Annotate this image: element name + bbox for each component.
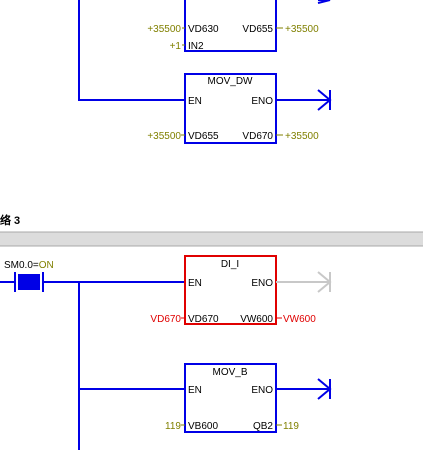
mov-dw-in-value: +35500 (147, 131, 181, 142)
mov-dw-eno-arrow-icon (276, 89, 332, 111)
network-2: +35500 VD630 VD655 +35500 +1 IN2 MOV_DW … (78, 0, 332, 144)
network-3-title[interactable]: 络 3 (0, 213, 20, 227)
movdw-top-in2-value: +1 (170, 41, 182, 52)
mov-b-out-value: 119 (283, 421, 299, 432)
svg-text:SM0.0=ON: SM0.0=ON (4, 260, 54, 271)
di-i-in-value: VD670 (150, 314, 181, 325)
contact-sm0-0[interactable]: SM0.0=ON (0, 260, 185, 292)
movdw-top-block[interactable]: +35500 VD630 VD655 +35500 +1 IN2 (147, 0, 331, 52)
mov-b-title: MOV_B (212, 367, 247, 378)
network-3-header-bar[interactable] (0, 231, 423, 247)
movdw-top-in2-addr: IN2 (188, 41, 204, 52)
mov-b-eno-arrow-icon (276, 378, 332, 400)
mov-dw-in-addr: VD655 (188, 131, 219, 142)
mov-dw-block[interactable]: MOV_DW EN ENO +35500 VD655 VD670 +35500 (147, 73, 319, 144)
movdw-top-out-addr: VD655 (242, 24, 273, 35)
mov-b-block[interactable]: MOV_B EN ENO 119 VB600 QB2 119 (165, 363, 299, 433)
contact-state: ON (39, 260, 54, 271)
network-3: 络 3 SM0.0=ON DI_I EN ENO VD670 VD670 VW6… (0, 213, 423, 450)
di-i-out-addr: VW600 (240, 314, 273, 325)
mov-dw-out-value: +35500 (285, 131, 319, 142)
mov-b-in-value: 119 (165, 421, 181, 432)
movdw-top-in-value: +35500 (147, 24, 181, 35)
di-i-eno-arrow-icon (276, 271, 332, 293)
mov-dw-out-addr: VD670 (242, 131, 273, 142)
mov-b-eno: ENO (251, 385, 273, 396)
movdw-top-out-value: +35500 (285, 24, 319, 35)
di-i-en: EN (188, 278, 202, 289)
mov-b-en: EN (188, 385, 202, 396)
contact-equals: = (33, 260, 39, 271)
di-i-in-addr: VD670 (188, 314, 219, 325)
di-i-block[interactable]: DI_I EN ENO VD670 VD670 VW600 VW600 (150, 255, 316, 325)
mov-dw-eno: ENO (251, 96, 273, 107)
contact-address: SM0.0 (4, 260, 33, 271)
di-i-eno: ENO (251, 278, 273, 289)
mov-b-out-addr: QB2 (253, 421, 273, 432)
di-i-out-value: VW600 (283, 314, 316, 325)
di-i-title: DI_I (221, 259, 239, 270)
movdw-top-in-addr: VD630 (188, 24, 219, 35)
mov-b-in-addr: VB600 (188, 421, 218, 432)
mov-dw-en: EN (188, 96, 202, 107)
mov-dw-title: MOV_DW (208, 76, 254, 87)
